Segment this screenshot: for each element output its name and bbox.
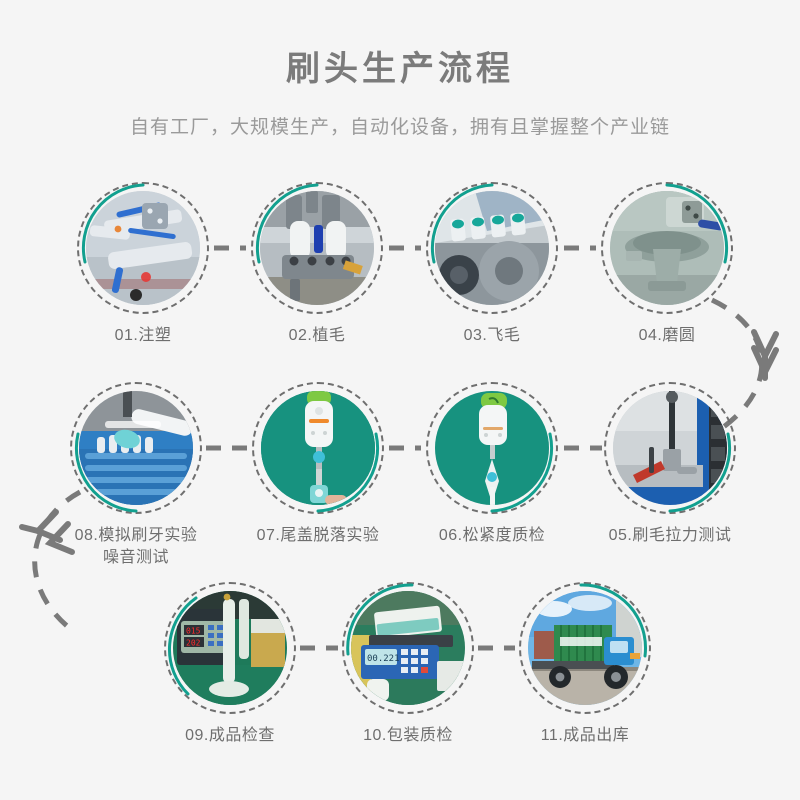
flow-step-03[interactable]: 03.飞毛	[412, 182, 572, 347]
flow-step-01-disc[interactable]	[77, 182, 209, 314]
flow-step-11-accent-arc	[579, 583, 647, 658]
flow-step-08-label: 08.模拟刷牙实验 噪音测试	[74, 527, 198, 566]
flow-step-04-label: 04.磨圆	[638, 327, 696, 344]
flow-step-02-accent-arc	[255, 183, 319, 264]
flow-step-01-dashed-ring	[77, 182, 209, 314]
flow-step-07-dashed-ring	[252, 382, 384, 514]
flow-step-04[interactable]: 04.磨圆	[587, 182, 747, 347]
flow-step-08[interactable]: 08.模拟刷牙实验 噪音测试	[56, 382, 216, 569]
flow-step-09[interactable]: 015 202	[150, 582, 310, 747]
flow-step-01-accent-arc	[81, 183, 145, 264]
flow-step-11[interactable]: 11.成品出库	[505, 582, 665, 747]
flow-step-10-accent-arc	[346, 583, 414, 656]
flow-step-07-label: 07.尾盖脱落实验	[256, 527, 380, 544]
flow-step-06[interactable]: 06.松紧度质检	[412, 382, 572, 547]
flow-step-10[interactable]: 00.221 10.包装质检	[328, 582, 488, 747]
flow-step-05-dashed-ring	[604, 382, 736, 514]
flow-step-10-label: 10.包装质检	[363, 727, 453, 744]
flow-step-04-disc[interactable]	[601, 182, 733, 314]
flow-step-11-label: 11.成品出库	[540, 727, 630, 744]
flow-step-06-dashed-ring	[426, 382, 558, 514]
flow-step-08-accent-arc	[74, 432, 138, 513]
flow-step-09-dashed-ring	[164, 582, 296, 714]
flow-step-10-dashed-ring	[342, 582, 474, 714]
flow-step-08-dashed-ring	[70, 382, 202, 514]
flow-step-01[interactable]: 01.注塑	[63, 182, 223, 347]
header: 刷头生产流程 自有工厂，大规模生产，自动化设备，拥有且掌握整个产业链	[0, 0, 800, 139]
flow-step-07-disc[interactable]	[252, 382, 384, 514]
flow-step-03-dashed-ring	[426, 182, 558, 314]
flow-step-03-disc[interactable]	[426, 182, 558, 314]
flow-step-11-disc[interactable]	[519, 582, 651, 714]
page-subtitle: 自有工厂，大规模生产，自动化设备，拥有且掌握整个产业链	[129, 117, 670, 138]
flow-step-10-disc[interactable]: 00.221	[342, 582, 474, 714]
flow-step-04-accent-arc	[665, 183, 729, 264]
flow-step-11-dashed-ring	[519, 582, 651, 714]
flow-step-09-disc[interactable]: 015 202	[164, 582, 296, 714]
page-title: 刷头生产流程	[286, 50, 514, 88]
flow-step-08-disc[interactable]	[70, 382, 202, 514]
flow-step-02-dashed-ring	[251, 182, 383, 314]
flow-step-02[interactable]: 02.植毛	[237, 182, 397, 347]
flow-step-06-label: 06.松紧度质检	[438, 527, 546, 544]
flow-step-06-disc[interactable]	[426, 382, 558, 514]
flow-step-05-accent-arc	[668, 432, 732, 513]
flow-step-06-accent-arc	[490, 432, 554, 513]
flow-step-02-disc[interactable]	[251, 182, 383, 314]
flow-step-05[interactable]: 05.刷毛拉力测试	[590, 382, 750, 547]
flow-step-03-accent-arc	[430, 183, 494, 264]
flow-step-07[interactable]: 07.尾盖脱落实验	[238, 382, 398, 547]
flow-step-09-accent-arc	[168, 596, 198, 696]
flow-step-02-label: 02.植毛	[288, 327, 346, 344]
flow-step-07-accent-arc	[316, 432, 380, 513]
flow-step-05-label: 05.刷毛拉力测试	[608, 527, 732, 544]
flow-step-03-label: 03.飞毛	[463, 327, 521, 344]
flow-step-09-label: 09.成品检查	[185, 727, 275, 744]
flow-step-05-disc[interactable]	[604, 382, 736, 514]
flow-step-01-label: 01.注塑	[114, 327, 172, 344]
flow-step-04-dashed-ring	[601, 182, 733, 314]
arrowhead-down-right	[751, 329, 779, 381]
